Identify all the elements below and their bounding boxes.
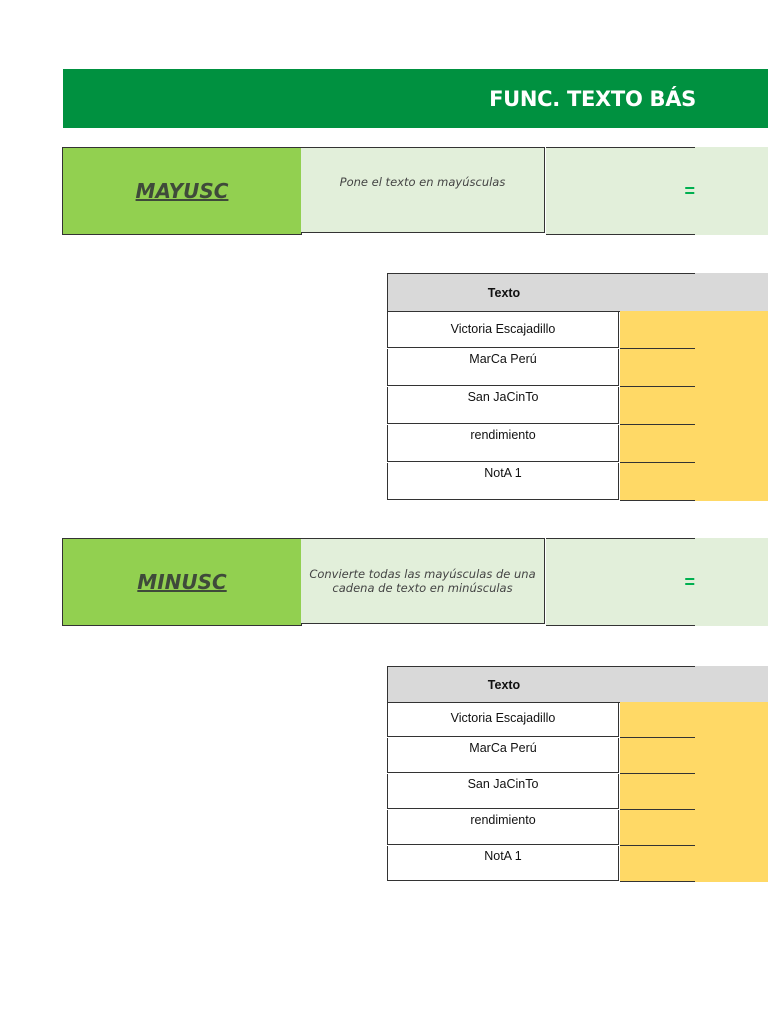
formula-cell[interactable]: = [546,147,695,235]
column-header-result[interactable] [620,273,695,312]
equals-sign: = [684,571,695,592]
text-cell[interactable]: Victoria Escajadillo [387,311,619,348]
table-row: MarCa Perú [387,349,768,387]
header-overflow [695,666,768,702]
table-row: San JaCinTo [387,774,768,810]
table-row: rendimiento [387,425,768,463]
function-description: Convierte todas las mayúsculas de una ca… [309,567,536,595]
result-cell-overflow [695,774,768,810]
result-cell[interactable] [620,425,695,463]
result-cell-overflow [695,387,768,425]
result-cell[interactable] [620,738,695,774]
text-cell[interactable]: MarCa Perú [387,349,619,386]
text-cell[interactable]: NotA 1 [387,463,619,500]
function-description-cell[interactable]: Convierte todas las mayúsculas de una ca… [301,538,545,624]
equals-sign: = [684,180,695,201]
table-header-row: Texto [387,666,768,703]
function-row-minusc: MINUSC Convierte todas las mayúsculas de… [62,538,768,626]
result-cell-overflow [695,810,768,846]
title-banner: FUNC. TEXTO BÁS [63,69,768,128]
formula-cell[interactable]: = [546,538,695,626]
result-cell[interactable] [620,774,695,810]
result-cell[interactable] [620,846,695,882]
page-title: FUNC. TEXTO BÁS [489,86,696,111]
function-name-cell[interactable]: MINUSC [62,538,302,626]
result-cell[interactable] [620,810,695,846]
table-row: MarCa Perú [387,738,768,774]
result-cell-overflow [695,425,768,463]
data-table-minusc: Texto Victoria Escajadillo MarCa Perú Sa… [387,666,768,882]
table-row: Victoria Escajadillo [387,311,768,349]
table-row: San JaCinTo [387,387,768,425]
result-cell-overflow [695,463,768,501]
column-header-result[interactable] [620,666,695,703]
text-cell[interactable]: NotA 1 [387,846,619,881]
result-cell-overflow [695,702,768,738]
result-cell-overflow [695,349,768,387]
result-cell[interactable] [620,311,695,349]
result-cell[interactable] [620,702,695,738]
result-cell-overflow [695,846,768,882]
table-row: Victoria Escajadillo [387,702,768,738]
text-cell[interactable]: MarCa Perú [387,738,619,773]
function-description-cell[interactable]: Pone el texto en mayúsculas [301,147,545,233]
text-cell[interactable]: San JaCinTo [387,774,619,809]
text-cell[interactable]: rendimiento [387,810,619,845]
table-row: NotA 1 [387,846,768,882]
text-cell[interactable]: San JaCinTo [387,387,619,424]
column-header-texto[interactable]: Texto [387,666,621,703]
result-cell[interactable] [620,349,695,387]
table-row: rendimiento [387,810,768,846]
column-header-texto[interactable]: Texto [387,273,621,312]
function-description: Pone el texto en mayúsculas [339,175,506,189]
result-cell-overflow [695,311,768,349]
result-cell-overflow [695,738,768,774]
result-cell[interactable] [620,387,695,425]
table-row: NotA 1 [387,463,768,501]
formula-cell-overflow [695,538,768,626]
text-cell[interactable]: Victoria Escajadillo [387,702,619,737]
function-row-mayusc: MAYUSC Pone el texto en mayúsculas = [62,147,768,235]
text-cell[interactable]: rendimiento [387,425,619,462]
data-table-mayusc: Texto Victoria Escajadillo MarCa Perú Sa… [387,273,768,501]
table-header-row: Texto [387,273,768,312]
function-name-cell[interactable]: MAYUSC [62,147,302,235]
result-cell[interactable] [620,463,695,501]
header-overflow [695,273,768,311]
formula-cell-overflow [695,147,768,235]
